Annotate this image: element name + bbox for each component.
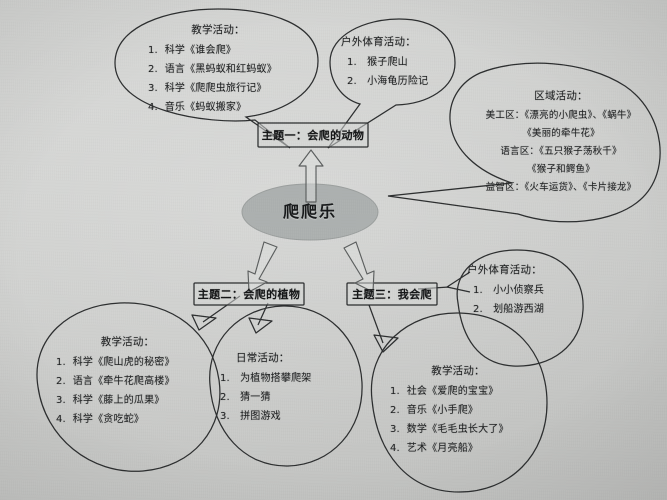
theme1-box[interactable] bbox=[257, 122, 369, 148]
bubble-item: 美工区：《漂亮的小爬虫》、《蜗牛》 bbox=[485, 110, 637, 121]
bubble-heading: 教学活动： bbox=[191, 24, 245, 36]
bubble-item: 3. 科学《爬爬虫旅行记》 bbox=[148, 83, 267, 94]
bubble-item: 语言区：《五只猴子荡秋千》 bbox=[500, 146, 622, 157]
theme2-label: 主题二：会爬的植物 bbox=[197, 288, 301, 301]
bubble-item: 3. 科学《藤上的瓜果》 bbox=[56, 395, 165, 406]
arrow-center-to-theme2 bbox=[247, 241, 278, 293]
bubble-heading: 教学活动： bbox=[100, 336, 155, 348]
theme1-label: 主题一：会爬的动物 bbox=[261, 129, 365, 142]
bubble-item: 3. 拼图游戏 bbox=[220, 411, 281, 422]
bubble-item: 《猴子和鳄鱼》 bbox=[527, 164, 595, 175]
bubble-item: 《美丽的牵牛花》 bbox=[522, 128, 600, 139]
bubble-item: 1. 社会《爱爬的宝宝》 bbox=[390, 386, 499, 397]
bubble-item: 1. 小小侦察兵 bbox=[473, 285, 545, 296]
bubble-item: 4. 科学《贪吃蛇》 bbox=[56, 414, 145, 425]
bubble-heading: 教学活动： bbox=[431, 365, 485, 377]
bubble-item: 3. 数学《毛毛虫长大了》 bbox=[390, 424, 509, 435]
bubble-item: 4. 艺术《月亮船》 bbox=[390, 443, 479, 454]
bubble-item: 4. 音乐《蚂蚁搬家》 bbox=[148, 102, 247, 113]
bubble-shape-region-animals bbox=[387, 62, 661, 223]
bubble-item: 2. 划船游西湖 bbox=[473, 304, 545, 315]
theme3-label: 主题三：我会爬 bbox=[352, 288, 432, 301]
bubble-outdoor-animals: 户外体育活动： 1. 猴子爬山 2. 小海龟历险记 bbox=[337, 34, 449, 87]
bubble-item: 2. 音乐《小手爬》 bbox=[390, 405, 479, 416]
bubble-outdoor-me: 户外体育活动： 1. 小小侦察兵 2. 划船游西湖 bbox=[463, 262, 583, 315]
bubble-daily-plants: 日常活动： 1. 为植物搭攀爬架 2. 猜一猜 3. 拼图游戏 bbox=[218, 350, 360, 422]
bubble-item: 1. 科学《谁会爬》 bbox=[148, 45, 237, 56]
bubble-region-animals: 区域活动： 美工区：《漂亮的小爬虫》、《蜗牛》 《美丽的牵牛花》 语言区：《五只… bbox=[458, 88, 664, 193]
bubble-item: 1. 科学《爬山虎的秘密》 bbox=[56, 357, 175, 368]
arrow-center-to-theme1 bbox=[298, 149, 324, 203]
bubble-shape-outdoor-animals bbox=[327, 18, 456, 149]
bubble-item: 2. 小海龟历险记 bbox=[347, 76, 429, 87]
bubble-item: 益智区：《火车运货》、《卡片接龙》 bbox=[485, 182, 637, 193]
bubble-item: 1. 猴子爬山 bbox=[347, 57, 408, 68]
bubble-shape-daily-plants bbox=[209, 302, 363, 467]
bubble-teach-animals: 教学活动： 1. 科学《谁会爬》 2. 语言《黑蚂蚁和红蚂蚁》 3. 科学《爬爬… bbox=[128, 22, 308, 113]
bubble-heading: 户外体育活动： bbox=[467, 264, 542, 276]
center-node-label: 爬爬乐 bbox=[282, 202, 337, 221]
bubble-heading: 日常活动： bbox=[236, 352, 290, 364]
bubble-item: 2. 语言《牵牛花爬高楼》 bbox=[56, 376, 175, 387]
bubble-shape-teach-animals bbox=[114, 8, 319, 149]
bubble-item: 2. 语言《黑蚂蚁和红蚂蚁》 bbox=[148, 64, 277, 75]
bubble-item: 1. 为植物搭攀爬架 bbox=[220, 373, 312, 384]
bubble-shape-teach-me bbox=[368, 304, 548, 493]
bubble-item: 2. 猜一猜 bbox=[220, 392, 271, 403]
bubble-heading: 户外体育活动： bbox=[341, 36, 416, 48]
arrow-center-to-theme3 bbox=[343, 241, 375, 293]
bubble-teach-plants: 教学活动： 1. 科学《爬山虎的秘密》 2. 语言《牵牛花爬高楼》 3. 科学《… bbox=[40, 334, 215, 425]
bubble-heading: 区域活动： bbox=[534, 90, 588, 102]
bubble-teach-me: 教学活动： 1. 社会《爱爬的宝宝》 2. 音乐《小手爬》 3. 数学《毛毛虫长… bbox=[378, 363, 538, 454]
